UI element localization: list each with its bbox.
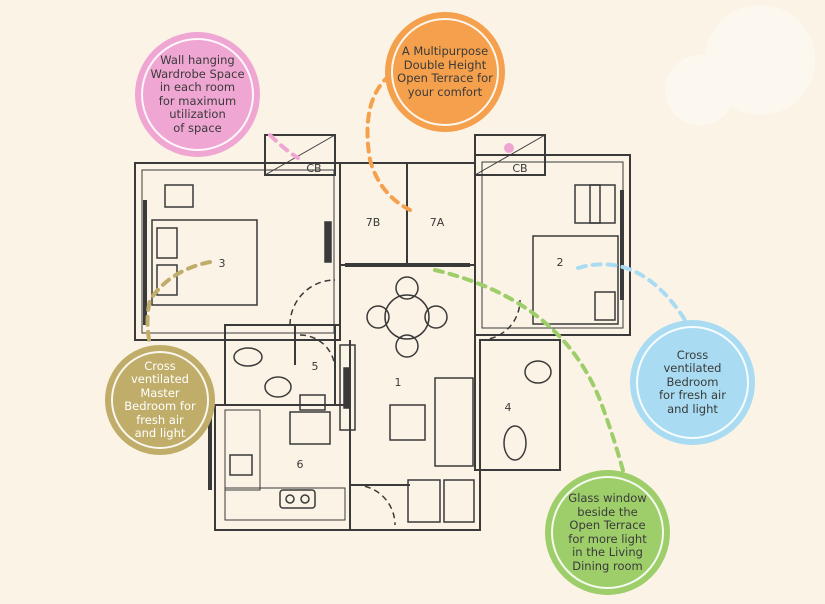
callout-glass-window: Glass window beside the Open Terrace for… xyxy=(545,470,670,595)
stove xyxy=(279,489,316,509)
callout-terrace: A Multipurpose Double Height Open Terrac… xyxy=(385,12,505,132)
door-swings xyxy=(289,279,521,526)
wall-toilet-4 xyxy=(479,339,561,471)
callout-glass-text: Glass window beside the Open Terrace for… xyxy=(568,491,647,573)
callout-wardrobe: Wall hanging Wardrobe Space in each room… xyxy=(135,32,260,157)
wall-cb-right xyxy=(474,134,546,176)
toilet-fixture xyxy=(503,425,527,461)
coffee-table xyxy=(389,404,426,441)
callout-bedroom-text: Cross ventilated Bedroom for fresh air a… xyxy=(659,347,726,416)
connectors xyxy=(145,73,687,480)
room-label-5: 5 xyxy=(312,360,319,373)
bg-deco-circle xyxy=(665,55,735,125)
connector-glass xyxy=(433,268,627,480)
callout-terrace-text: A Multipurpose Double Height Open Terrac… xyxy=(397,44,493,99)
toilet-fixture xyxy=(233,347,263,367)
wall-cb-left xyxy=(264,134,336,176)
room-label-2: 2 xyxy=(557,256,564,269)
sofa xyxy=(434,377,474,467)
connector-master xyxy=(145,260,212,347)
chair xyxy=(164,184,194,208)
room-label-cb-right: CB xyxy=(512,162,527,175)
wall-bedroom-2 xyxy=(474,154,631,336)
room-label-1: 1 xyxy=(395,376,402,389)
dining-table xyxy=(384,294,430,340)
basin-fixture xyxy=(524,360,552,384)
connector-wardrobe xyxy=(268,133,300,160)
connector-terrace xyxy=(365,73,412,212)
tv-unit xyxy=(339,344,356,431)
room-label-7b: 7B xyxy=(366,216,381,229)
callout-bedroom: Cross ventilated Bedroom for fresh air a… xyxy=(630,320,755,445)
callout-wardrobe-text: Wall hanging Wardrobe Space in each room… xyxy=(150,53,245,135)
callout-master-bedroom: Cross ventilated Master Bedroom for fres… xyxy=(105,345,215,455)
sink xyxy=(229,454,253,476)
bed-2 xyxy=(532,235,619,325)
desk xyxy=(574,184,601,224)
room-label-4: 4 xyxy=(505,401,512,414)
wardrobe-marker xyxy=(504,143,514,153)
basin-fixture xyxy=(264,376,292,398)
room-label-3: 3 xyxy=(219,257,226,270)
room-labels: 1 2 3 4 5 6 7A 7B CB CB xyxy=(219,162,564,471)
furniture xyxy=(151,184,619,523)
wall-living xyxy=(295,265,476,340)
room-label-cb-left: CB xyxy=(306,162,321,175)
connector-bedroom xyxy=(576,262,687,322)
walls xyxy=(134,134,631,531)
room-label-7a: 7A xyxy=(430,216,445,229)
bed-3 xyxy=(151,219,258,306)
room-label-6: 6 xyxy=(297,458,304,471)
callout-master-text: Cross ventilated Master Bedroom for fres… xyxy=(124,358,196,440)
wall-kitchen-6 xyxy=(214,404,351,531)
